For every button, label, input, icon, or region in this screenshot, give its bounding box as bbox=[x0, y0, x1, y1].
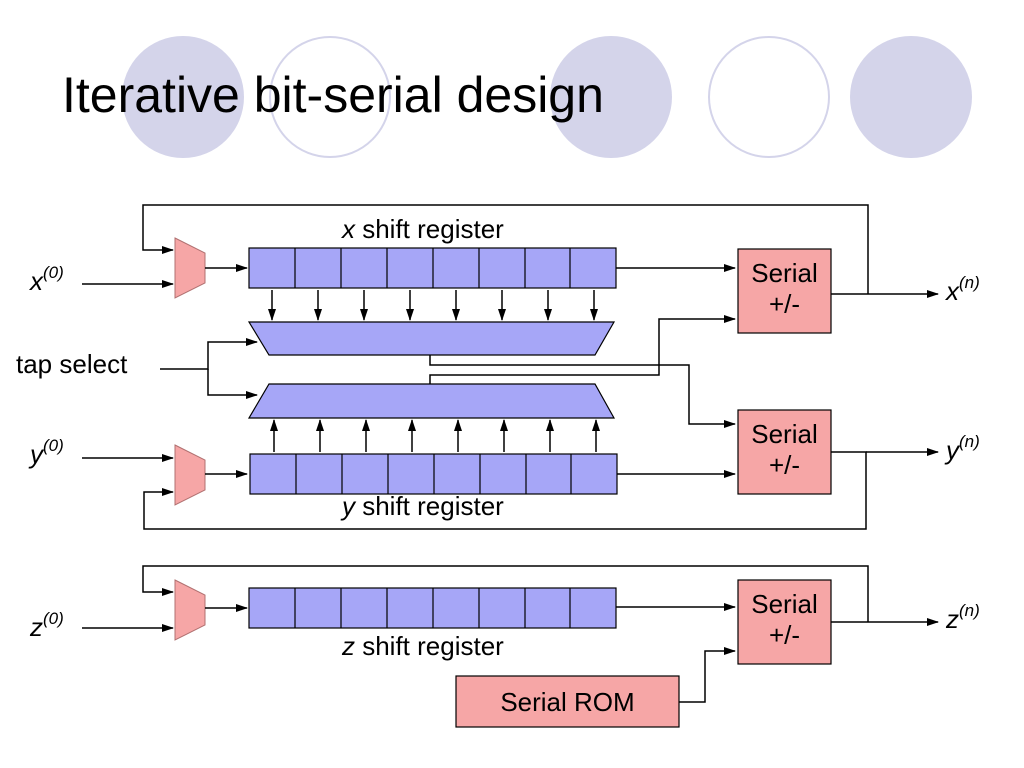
decor-circle-filled bbox=[550, 36, 672, 158]
y-serial-adder-line1: Serial bbox=[751, 419, 817, 449]
x-tap-to-y-serial-wire bbox=[429, 355, 736, 428]
y-mux bbox=[174, 444, 206, 506]
z-shift-register bbox=[248, 587, 617, 629]
x-mux bbox=[174, 237, 206, 299]
x-tap-arrows bbox=[268, 290, 598, 321]
x-feedback-wire bbox=[142, 204, 869, 294]
y-feedback-wire bbox=[143, 451, 867, 530]
x-serial-adder bbox=[737, 248, 832, 334]
serial-rom bbox=[455, 675, 680, 728]
decor-circle-filled bbox=[850, 36, 972, 158]
tap-select-label: tap select bbox=[16, 349, 128, 379]
tap-select-wire bbox=[160, 338, 258, 370]
rom-to-serial-wire bbox=[679, 647, 736, 703]
y-input-label: y(0) bbox=[28, 436, 64, 469]
decor-circle-filled bbox=[122, 36, 244, 158]
z-serial-adder bbox=[737, 579, 832, 665]
z-input-label: z(0) bbox=[29, 609, 64, 642]
z-feedback-wire bbox=[142, 565, 869, 622]
slide-title: Iterative bit-serial design bbox=[62, 67, 604, 123]
z-serial-adder-line1: Serial bbox=[751, 589, 817, 619]
y-tap-to-x-serial-wire bbox=[429, 315, 736, 384]
y-shift-register bbox=[249, 453, 618, 495]
tap-select-wire-lower bbox=[207, 369, 258, 399]
x-serial-adder-line2: +/- bbox=[769, 289, 800, 319]
y-serial-adder-line2: +/- bbox=[769, 450, 800, 480]
x-output-label: x(n) bbox=[944, 273, 980, 306]
x-register-label: x shift register bbox=[340, 214, 504, 244]
x-serial-adder-line1: Serial bbox=[751, 258, 817, 288]
decor-circle-outline bbox=[708, 36, 830, 158]
y-serial-adder bbox=[737, 409, 832, 495]
y-tap-arrows bbox=[270, 419, 600, 452]
x-tap-mux bbox=[247, 321, 616, 356]
y-register-label: y shift register bbox=[340, 491, 504, 521]
x-shift-register bbox=[248, 247, 617, 289]
z-register-label: z shift register bbox=[341, 631, 504, 661]
x-input-label: x(0) bbox=[28, 263, 64, 296]
y-tap-mux bbox=[247, 383, 616, 419]
z-output-label: z(n) bbox=[945, 601, 980, 634]
z-serial-adder-line2: +/- bbox=[769, 620, 800, 650]
decor-circle-outline bbox=[269, 36, 391, 158]
title-decoration bbox=[122, 36, 972, 158]
z-mux bbox=[174, 579, 206, 641]
y-output-label: y(n) bbox=[944, 432, 980, 465]
serial-rom-label: Serial ROM bbox=[500, 687, 634, 717]
